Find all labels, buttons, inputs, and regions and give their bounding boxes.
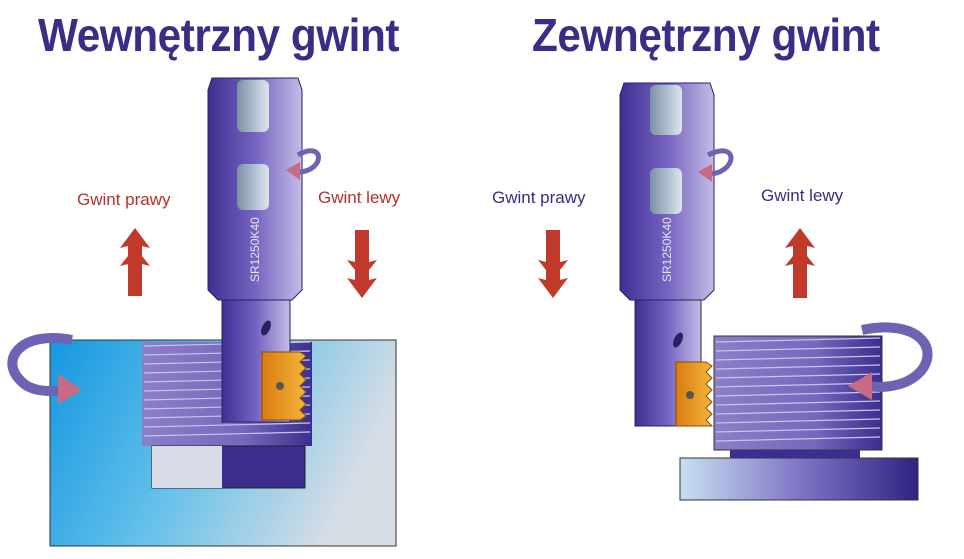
label-left-hand-thread: Gwint lewy: [318, 188, 401, 207]
arrow-up-icon: [785, 228, 815, 298]
thread-line: [715, 373, 881, 379]
workpiece-rotation-arrow-icon: [7, 333, 73, 396]
external-thread-diagram: SR1250K40: [538, 82, 933, 501]
thread-line: [715, 400, 881, 406]
thread-lines: [715, 337, 881, 442]
label-right-hand-thread: Gwint prawy: [492, 188, 586, 207]
thread-line: [715, 355, 881, 361]
coolant-hole: [673, 332, 683, 348]
base-plate: [679, 457, 919, 501]
flat-pocket: [650, 168, 682, 214]
rotation-arrow-icon: [296, 148, 321, 175]
title-internal-thread: Wewnętrzny gwint: [38, 9, 399, 61]
thread-line: [715, 364, 881, 370]
thread-line: [715, 391, 881, 397]
arrow-up-icon: [120, 228, 150, 296]
flat-pocket: [237, 80, 269, 132]
label-left-hand-thread: Gwint lewy: [761, 186, 844, 205]
internal-thread-diagram: SR1250K40: [7, 77, 397, 547]
thread-line: [715, 418, 881, 424]
label-right-hand-thread: Gwint prawy: [77, 190, 171, 209]
thread-insert: [675, 361, 714, 427]
thread-line: [715, 436, 881, 442]
coolant-hole: [261, 320, 271, 336]
thread-line: [715, 337, 881, 343]
thread-line: [143, 422, 311, 428]
rotation-arrow-icon: [706, 148, 734, 177]
thread-line: [143, 431, 311, 437]
thread-line: [715, 427, 881, 433]
flat-pocket: [650, 85, 682, 135]
title-external-thread: Zewnętrzny gwint: [532, 9, 880, 61]
flat-pocket: [237, 164, 269, 210]
thread-line: [715, 409, 881, 415]
tool-code: SR1250K40: [248, 217, 262, 282]
workpiece-rotation-arrow-icon: [860, 322, 933, 392]
thread-line: [715, 346, 881, 352]
arrow-down-icon: [347, 230, 377, 298]
arrow-down-icon: [538, 230, 568, 298]
tool-code: SR1250K40: [660, 217, 674, 282]
